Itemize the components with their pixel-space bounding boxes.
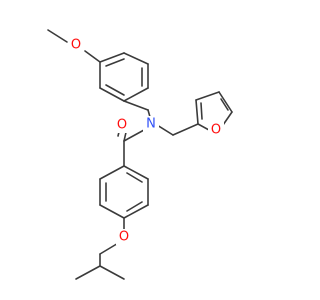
- bond-ring1-5: [99, 87, 125, 102]
- bond-n-ch2-furan: [156, 124, 174, 136]
- bonds: [47, 29, 233, 280]
- label-bg-o-carbonyl: [114, 117, 130, 133]
- atom-o-furan: O: [211, 123, 221, 138]
- bond-ring1-inner-c: [105, 84, 125, 96]
- bond-furan-2: [195, 91, 220, 101]
- label-bg-o-methoxy: [68, 37, 84, 53]
- bond-ch2-n: [147, 109, 151, 118]
- bond-ring1-2: [123, 52, 149, 65]
- bond-ring1-4: [123, 87, 149, 102]
- bond-ring2-inner-b: [126, 201, 143, 212]
- bond-ring2-inner-a: [126, 172, 143, 183]
- atom-o-ether: O: [119, 230, 129, 245]
- bond-furan-5: [197, 123, 210, 131]
- molecule-structure: O N O O O: [0, 0, 300, 300]
- bond-ring2-3: [123, 204, 149, 219]
- bond-ch2-furan-c2: [172, 123, 199, 136]
- bond-n-carbonyl: [123, 129, 145, 142]
- bond-ch-ch3-right: [99, 265, 125, 280]
- bond-ring2-1: [123, 165, 149, 180]
- bond-furan-1: [195, 99, 199, 125]
- bond-ring1-ch2: [123, 100, 149, 111]
- label-bg-n-amide: [143, 116, 159, 132]
- background: [0, 0, 300, 300]
- bond-furan-inner-a: [200, 102, 203, 120]
- bond-furan-4: [222, 111, 233, 126]
- bond-ch-ch3-left: [75, 265, 101, 280]
- bond-methoxy-methyl: [47, 29, 68, 43]
- bond-ring2-4: [99, 204, 125, 219]
- bond-ring1-inner-a: [105, 58, 125, 67]
- atom-o-carbonyl: O: [117, 118, 127, 133]
- atom-labels: O N O O O: [68, 37, 224, 245]
- bond-ring1-1: [99, 52, 125, 63]
- bond-ring2-6: [99, 165, 125, 180]
- bond-furan-inner-b: [220, 98, 229, 111]
- bond-methoxy-o-ring: [84, 50, 101, 63]
- label-bg-o-furan: [208, 122, 224, 138]
- bond-furan-3: [218, 91, 233, 113]
- atom-n-amide: N: [146, 117, 156, 132]
- label-bg-o-ether: [116, 229, 132, 245]
- atom-o-methoxy: O: [71, 38, 81, 53]
